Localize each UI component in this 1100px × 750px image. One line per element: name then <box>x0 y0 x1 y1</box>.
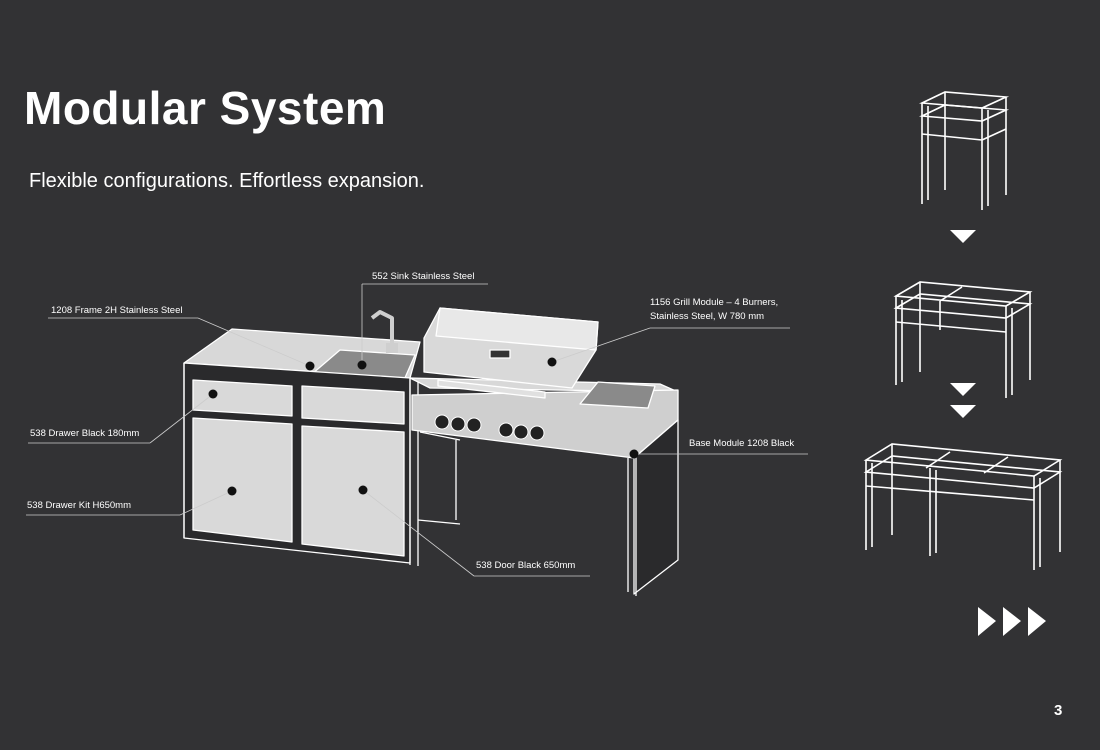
triangle-down-icon <box>950 383 976 396</box>
frame-single-module <box>918 91 1010 210</box>
page-title: Modular System <box>24 82 387 134</box>
triple-chevron-right-icon[interactable] <box>978 607 1046 636</box>
page-subtitle: Flexible configurations. Effortless expa… <box>29 170 425 192</box>
callout-door-black: 538 Door Black 650mm <box>476 560 575 571</box>
callout-grill-line1: 1156 Grill Module – 4 Burners, <box>650 297 778 308</box>
callout-frame: 1208 Frame 2H Stainless Steel <box>51 305 182 316</box>
frame-triple-module <box>863 443 1063 570</box>
callout-drawer-kit: 538 Drawer Kit H650mm <box>27 500 131 511</box>
frame-double-module <box>893 281 1033 398</box>
triangle-down-icon <box>950 230 976 243</box>
page-number: 3 <box>1054 702 1063 719</box>
kitchen-drawing <box>183 307 679 596</box>
callout-base-module: Base Module 1208 Black <box>689 438 794 449</box>
callout-lines <box>26 283 808 577</box>
callout-drawer-black: 538 Drawer Black 180mm <box>30 428 139 439</box>
triangle-down-icon <box>950 405 976 418</box>
callout-sink: 552 Sink Stainless Steel <box>372 271 474 282</box>
callout-grill-line2: Stainless Steel, W 780 mm <box>650 311 764 322</box>
